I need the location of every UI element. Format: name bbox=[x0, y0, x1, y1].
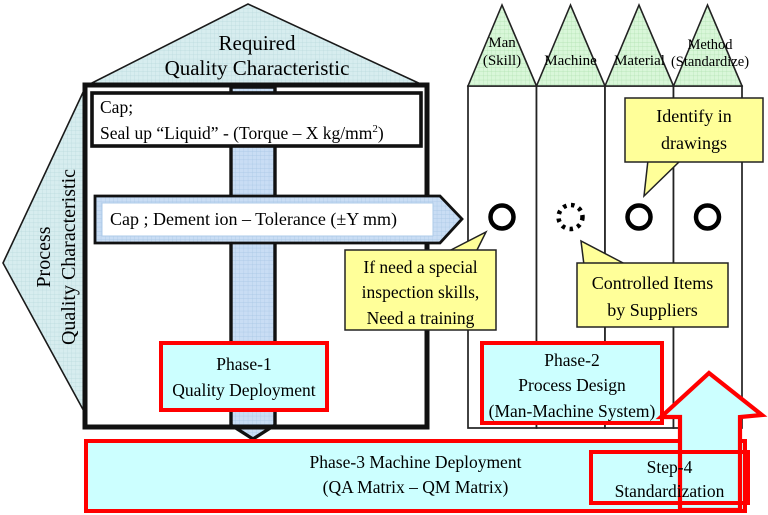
step4-text: Step-4 Standardization bbox=[593, 456, 746, 503]
circle-method bbox=[693, 203, 722, 231]
callout-identify-text: Identify in drawings bbox=[627, 103, 761, 157]
roof-title-line1: Required bbox=[218, 31, 296, 55]
seal-spec-line1: Cap; bbox=[100, 97, 134, 117]
callout-suppliers-text: Controlled Items by Suppliers bbox=[579, 270, 726, 324]
phase2-box bbox=[480, 341, 664, 425]
circle-man bbox=[488, 203, 516, 231]
side-label-line2: Quality Characteristic bbox=[58, 168, 80, 346]
phase2-line3: (Man-Machine System) bbox=[488, 400, 656, 421]
callout-identify-line2: drawings bbox=[661, 133, 727, 153]
callout-training-text: If need a special inspection skills, Nee… bbox=[347, 255, 494, 331]
label-material: Material bbox=[614, 53, 665, 69]
label-man-line2: (Skill) bbox=[482, 52, 522, 69]
label-machine: Machine bbox=[544, 53, 597, 69]
side-label: Process Quality Characteristic bbox=[32, 128, 82, 386]
callout-identify-box bbox=[624, 97, 764, 163]
label-man: Man (Skill) bbox=[470, 35, 534, 70]
triangle-cap-man bbox=[466, 2, 538, 87]
phase3-line2: (QA Matrix – QM Matrix) bbox=[322, 476, 509, 497]
roof-title-line2: Quality Characteristic bbox=[164, 56, 350, 81]
callout-suppliers-line2: by Suppliers bbox=[607, 300, 698, 320]
callout-identify-line1: Identify in bbox=[656, 106, 732, 126]
callout-training-line1: If need a special bbox=[363, 257, 478, 277]
circle-material bbox=[625, 203, 653, 231]
callout-training-box bbox=[344, 249, 497, 331]
step4-up-arrow bbox=[655, 370, 768, 513]
triangle-cap-material bbox=[603, 2, 675, 87]
callout-training-line2: inspection skills, bbox=[361, 282, 480, 303]
phase2-line1: Phase-2 bbox=[544, 350, 600, 370]
phase1-text: Phase-1 Quality Deployment bbox=[163, 351, 325, 404]
phase2-line2: Process Design bbox=[518, 375, 626, 396]
step4-box bbox=[589, 450, 750, 505]
label-method: Method (Standardize) bbox=[662, 37, 758, 72]
dimension-text: Cap ; Dement ion – Tolerance (±Y mm) bbox=[110, 209, 398, 229]
phase3-line1: Phase-3 Machine Deployment bbox=[309, 452, 522, 472]
callout-suppliers-line1: Controlled Items bbox=[591, 273, 714, 293]
label-man-line1: Man bbox=[488, 35, 516, 51]
triangle-cap-machine bbox=[535, 2, 607, 87]
callout-suppliers-box bbox=[576, 262, 729, 328]
phase3-text: Phase-3 Machine Deployment (QA Matrix – … bbox=[88, 450, 743, 500]
dimension-arrow-inner-box bbox=[101, 202, 434, 237]
step4-line1: Step-4 bbox=[646, 457, 693, 477]
label-method-line1: Method bbox=[687, 37, 733, 53]
phase1-box bbox=[159, 341, 329, 412]
seal-spec-line2: Seal up “Liquid” - (Torque – X kg/mm2) bbox=[100, 122, 384, 143]
seal-spec-text: Cap; Seal up “Liquid” - (Torque – X kg/m… bbox=[100, 95, 384, 146]
roof-title: Required Quality Characteristic bbox=[140, 31, 374, 81]
side-label-line1: Process bbox=[33, 226, 55, 288]
phase2-text: Phase-2 Process Design (Man-Machine Syst… bbox=[474, 348, 670, 424]
seal-spec-box bbox=[90, 91, 423, 148]
triangle-cap-method bbox=[672, 2, 744, 87]
callout-training-line3: Need a training bbox=[366, 307, 475, 328]
label-method-line2: (Standardize) bbox=[670, 54, 750, 71]
step4-line2: Standardization bbox=[614, 480, 725, 501]
phase1-line2: Quality Deployment bbox=[172, 380, 316, 401]
circle-machine-dotted bbox=[556, 202, 585, 232]
phase1-line1: Phase-1 bbox=[216, 354, 272, 374]
